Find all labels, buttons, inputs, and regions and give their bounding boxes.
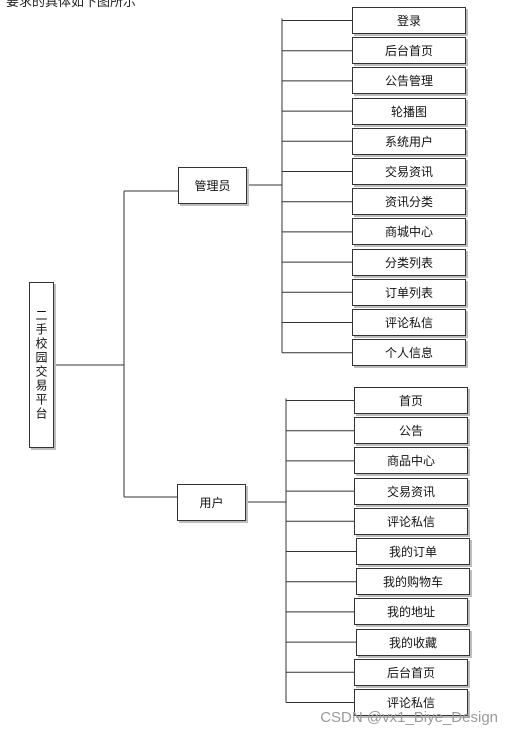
leaf-node: 我的购物车 (356, 568, 470, 595)
leaf-node: 我的地址 (354, 598, 468, 625)
leaf-node: 交易资讯 (354, 478, 468, 505)
leaf-node: 后台首页 (354, 659, 468, 686)
leaf-node: 交易资讯 (352, 158, 466, 185)
leaf-node: 公告 (354, 417, 468, 444)
leaf-node: 订单列表 (352, 279, 466, 306)
root-node: 二手校园交易平台 (29, 282, 54, 448)
leaf-node: 评论私信 (354, 508, 468, 535)
group-node-user: 用户 (177, 484, 246, 521)
header-fragment: 要求的具体如下图所示 (6, 0, 137, 10)
leaf-node: 评论私信 (354, 689, 468, 716)
leaf-node: 公告管理 (352, 67, 466, 94)
leaf-node: 个人信息 (352, 339, 466, 366)
leaf-node: 资讯分类 (352, 188, 466, 215)
leaf-node: 轮播图 (352, 98, 466, 125)
leaf-node: 分类列表 (352, 249, 466, 276)
leaf-node: 评论私信 (352, 309, 466, 336)
leaf-node: 系统用户 (352, 128, 466, 155)
leaf-node: 我的收藏 (356, 629, 470, 656)
leaf-node: 商品中心 (354, 447, 468, 474)
leaf-node: 首页 (354, 387, 468, 414)
leaf-node: 我的订单 (356, 538, 470, 565)
leaf-node: 登录 (352, 7, 466, 34)
group-node-admin: 管理员 (178, 167, 247, 204)
watermark: CSDN @vx1_Biye_Design (320, 709, 498, 726)
leaf-node: 后台首页 (352, 37, 466, 64)
leaf-node: 商城中心 (352, 218, 466, 245)
